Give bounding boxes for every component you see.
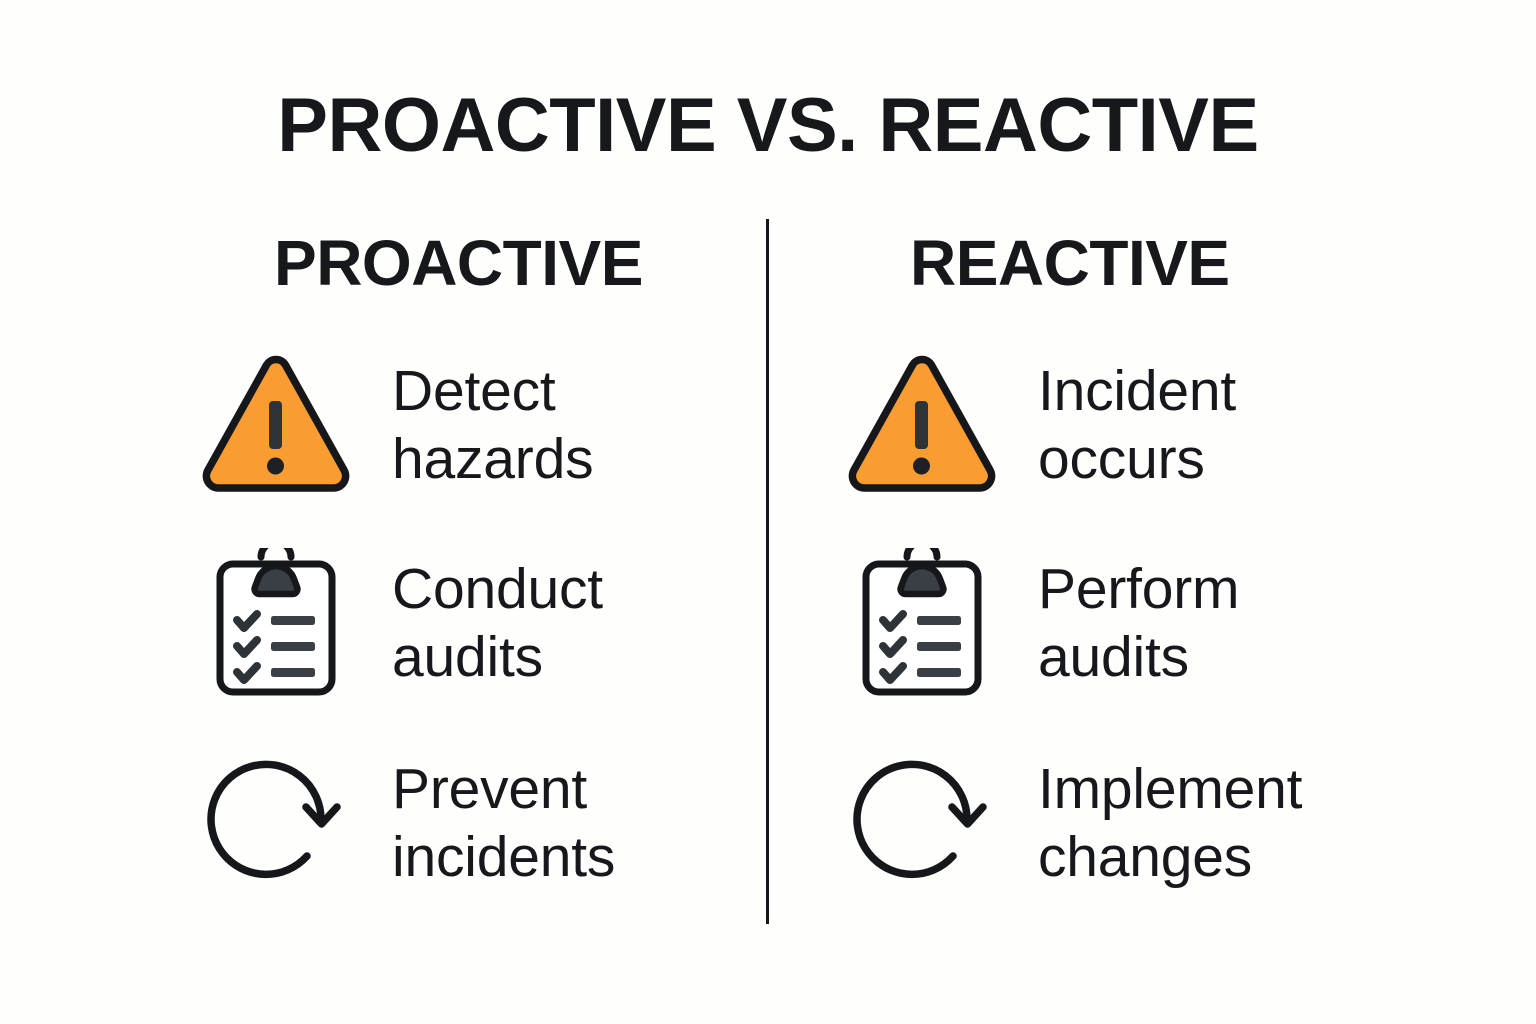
list-item: Incident occurs: [842, 350, 1236, 500]
column-reactive: REACTIVE Incident occurs: [800, 0, 1500, 1024]
clipboard-checklist-icon: [196, 548, 356, 698]
list-item-label: Conduct audits: [392, 557, 603, 689]
warning-triangle-icon: [196, 350, 356, 500]
list-item-label: Incident occurs: [1038, 359, 1237, 491]
circular-arrow-icon: [196, 748, 356, 898]
circular-arrow-icon: [842, 748, 1002, 898]
column-divider: [766, 219, 769, 924]
list-item: Implement changes: [842, 748, 1303, 898]
page-title: PROACTIVE VS. REACTIVE: [277, 83, 1259, 168]
column-header-reactive: REACTIVE: [910, 227, 1230, 299]
list-item: Detect hazards: [196, 350, 594, 500]
list-item-label: Prevent incidents: [392, 757, 616, 889]
list-item: Perform audits: [842, 548, 1240, 698]
list-item-label: Detect hazards: [392, 359, 594, 491]
column-header-proactive: PROACTIVE: [274, 227, 643, 299]
warning-triangle-icon: [842, 350, 1002, 500]
clipboard-checklist-icon: [842, 548, 1002, 698]
column-proactive: PROACTIVE Detect hazards: [36, 0, 736, 1024]
list-item-label: Implement changes: [1038, 757, 1303, 889]
list-item: Prevent incidents: [196, 748, 615, 898]
list-item-label: Perform audits: [1038, 557, 1240, 689]
list-item: Conduct audits: [196, 548, 603, 698]
